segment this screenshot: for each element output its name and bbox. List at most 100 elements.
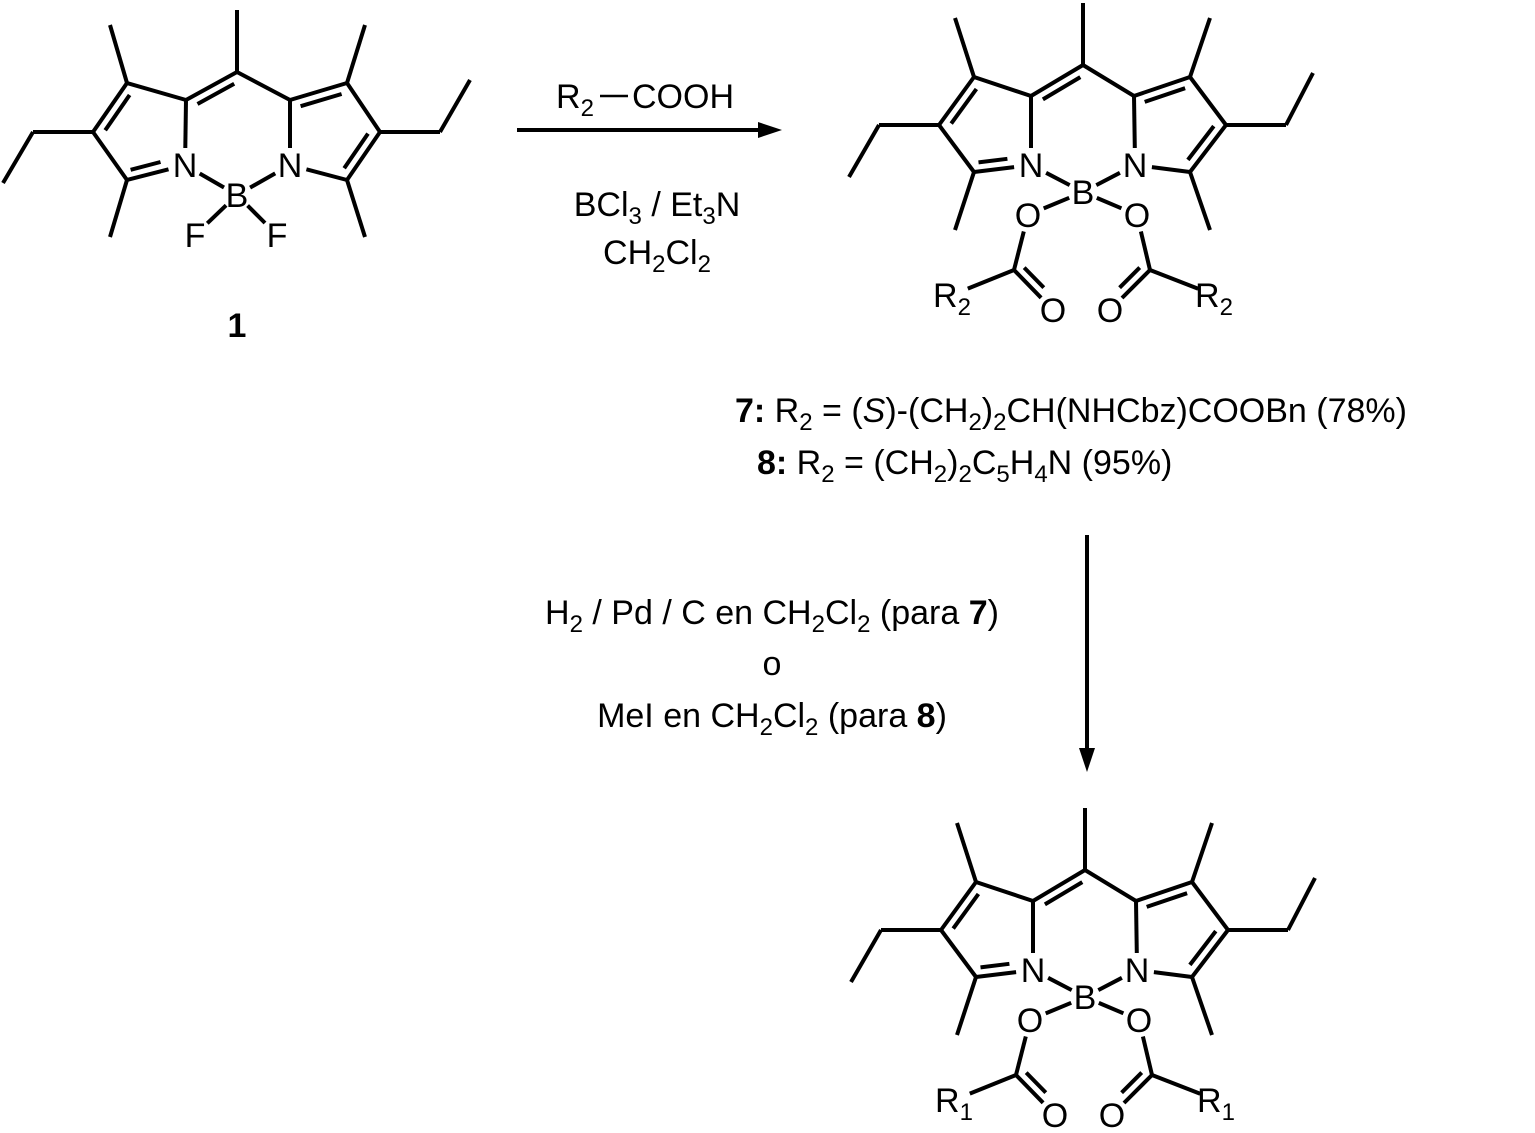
single-bond [248, 206, 265, 223]
boron-atom: B [1074, 979, 1097, 1017]
subscript: 2 [857, 611, 870, 638]
r-group-label: R2 [1195, 277, 1233, 321]
single-bond [1044, 198, 1070, 209]
text-segment: 7: [735, 392, 765, 430]
single-bond [1083, 65, 1134, 96]
text-segment: H [545, 594, 570, 632]
subscript: 2 [958, 461, 971, 488]
text-segment: = ( [813, 392, 864, 430]
single-bond [939, 125, 974, 172]
subscript: 2 [1220, 294, 1233, 321]
single-bond [1136, 901, 1137, 953]
text-segment: R [933, 277, 958, 315]
reagent-cooh: COOH [632, 78, 734, 116]
single-bond [1152, 1075, 1200, 1094]
text-segment: R [556, 78, 581, 116]
subscript: 2 [652, 251, 665, 278]
subscript: 3 [702, 203, 715, 230]
nitrogen-atom: N [1125, 952, 1150, 990]
single-bond [1085, 870, 1136, 901]
text-segment: MeI en CH [597, 697, 760, 735]
single-bond [1288, 878, 1315, 930]
double-bond-inner [1045, 882, 1082, 904]
compound-1-structure: NNBFF [3, 10, 470, 255]
fluorine-atom: F [267, 217, 288, 255]
text-segment: C [972, 444, 997, 482]
subscript: 5 [996, 461, 1009, 488]
double-bond-inner [1043, 77, 1080, 99]
r-group-label: R1 [935, 1082, 973, 1126]
single-bond [185, 100, 186, 148]
double-bond [1016, 1075, 1043, 1103]
nitrogen-atom: N [173, 147, 198, 185]
single-bond [347, 25, 365, 83]
single-bond [1192, 882, 1228, 930]
text-segment: Cl [666, 234, 698, 272]
carbonyl-oxygen: O [1097, 292, 1123, 330]
text-segment: )-(CH [885, 392, 968, 430]
oxygen-atom: O [1017, 1002, 1043, 1040]
single-bond [1190, 77, 1226, 125]
text-segment: / Et [642, 186, 703, 224]
oxygen-atom: O [1126, 1002, 1152, 1040]
diester-intermediate-structure: NNBOOOOR2R2 [849, 3, 1313, 330]
step1-arrow [517, 122, 782, 138]
single-bond [955, 172, 974, 230]
single-bond [957, 823, 976, 882]
single-bond [1048, 978, 1072, 990]
text-segment: 7 [969, 594, 988, 632]
double-bond [976, 972, 1016, 977]
single-bond [306, 169, 347, 180]
oxygen-atom: O [1015, 197, 1041, 235]
single-bond [250, 173, 275, 187]
single-bond [1046, 1003, 1072, 1014]
double-bond [1124, 1075, 1152, 1103]
r-group-label: R1 [1197, 1082, 1235, 1126]
nitrogen-atom: N [278, 147, 303, 185]
subscript: 4 [1034, 461, 1047, 488]
double-bond-inner [981, 964, 1010, 968]
subscript: 1 [1222, 1099, 1235, 1126]
single-bond [440, 80, 470, 132]
subscript: 2 [799, 409, 812, 436]
text-segment: 8 [917, 697, 936, 735]
single-bond [976, 882, 1033, 901]
single-bond [1141, 232, 1150, 271]
single-bond [1152, 167, 1190, 172]
double-bond [1136, 882, 1192, 901]
double-bond-inner [198, 84, 235, 104]
text-segment: Cl [825, 594, 857, 632]
single-bond [207, 205, 226, 223]
subscript: 2 [760, 714, 773, 741]
r-group-label: R2 [933, 277, 971, 321]
single-bond [347, 83, 380, 132]
single-bond [974, 77, 1031, 96]
product-7-definition: 7: R2 = (S)-(CH2)2CH(NHCbz)COOBn (78%) [735, 392, 1407, 436]
boron-atom: B [1072, 174, 1095, 212]
product-8-definition: 8: R2 = (CH2)2C5H4N (95%) [757, 444, 1172, 488]
double-bond [1122, 270, 1150, 298]
double-bond [974, 167, 1014, 172]
subscript: 2 [570, 611, 583, 638]
single-bond [1014, 232, 1024, 271]
single-bond [1097, 198, 1122, 208]
text-segment: ) [988, 594, 999, 632]
text-segment: / Pd / C en CH [583, 594, 812, 632]
subscript: 2 [968, 409, 981, 436]
text-segment: (para [818, 697, 916, 735]
carbonyl-oxygen: O [1040, 292, 1066, 330]
text-segment: R [1197, 1082, 1222, 1120]
double-bond [1014, 270, 1041, 298]
final-product-structure: NNBOOOOR1R1 [851, 808, 1315, 1133]
text-segment: CH(NHCbz)COOBn (78%) [1006, 392, 1407, 430]
nitrogen-atom: N [1123, 147, 1148, 185]
single-bond [237, 72, 290, 100]
single-bond [200, 174, 224, 188]
text-segment: ) [947, 444, 958, 482]
double-bond-inner [131, 162, 161, 170]
step2-arrow [1079, 535, 1095, 772]
single-bond [1192, 977, 1212, 1035]
text-segment: N [716, 186, 741, 224]
single-bond [110, 180, 127, 237]
